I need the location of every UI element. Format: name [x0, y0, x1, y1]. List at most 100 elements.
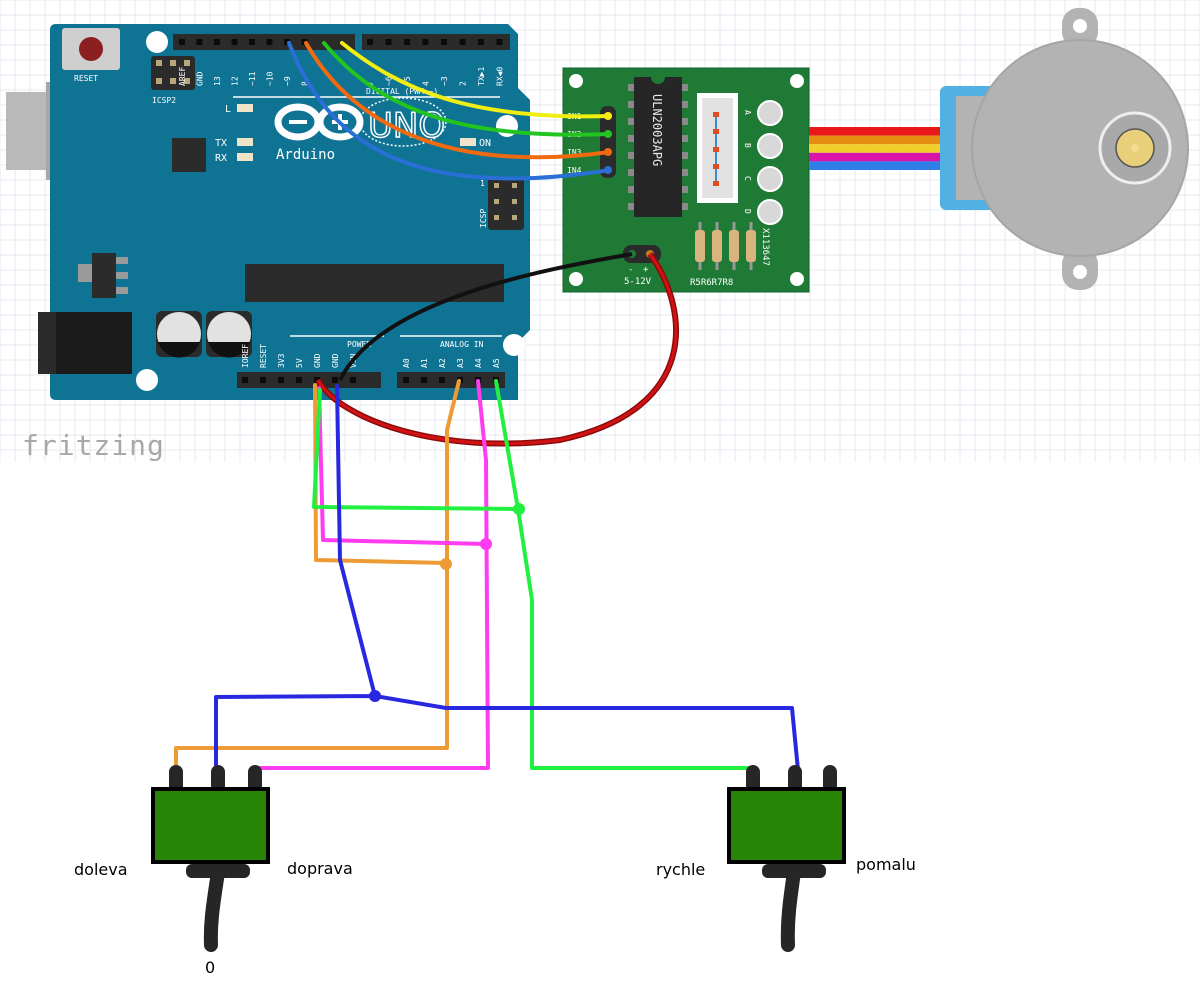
power-pin[interactable]: [242, 377, 248, 383]
digital-pin-label: 12: [231, 76, 240, 86]
analog-pin-label: A3: [456, 358, 465, 368]
uln2003-chip: ULN2003APG: [628, 77, 688, 217]
digital-pin[interactable]: [249, 39, 255, 45]
wire-gnd-minus[interactable]: [338, 252, 633, 381]
digital-pin[interactable]: [441, 39, 447, 45]
digital-pin-label: GND: [196, 71, 205, 86]
power-pin[interactable]: [296, 377, 302, 383]
wire-d8-in1[interactable]: [340, 41, 612, 119]
phase-led-c: [757, 166, 783, 192]
digital-pin[interactable]: [459, 39, 466, 45]
digital-pin-label: TX▶1: [477, 67, 486, 86]
reset-label: RESET: [74, 74, 98, 83]
phase-label: C: [743, 176, 752, 181]
phase-led-d: [757, 199, 783, 225]
capacitor-1: [156, 311, 202, 358]
capacitor-2: [206, 311, 252, 358]
digital-pin-label: ~5: [403, 76, 412, 86]
wire-a4-switch1-right[interactable]: [254, 379, 490, 770]
wire-a5-switch2-left[interactable]: [494, 379, 752, 770]
analog-pin-label: A1: [420, 358, 429, 368]
power-pin-label: 3V3: [277, 353, 286, 368]
analog-pin-label: A0: [402, 358, 411, 368]
wire-d9-in2[interactable]: [322, 41, 612, 137]
digital-label: DIGITAL (PWM=~): [366, 87, 438, 96]
phase-label: B: [743, 143, 752, 148]
ribbon-wire: [809, 161, 941, 170]
power-pin[interactable]: [332, 377, 338, 383]
wire-d10-in3[interactable]: [304, 41, 612, 160]
digital-pin[interactable]: [196, 39, 203, 45]
digital-pin[interactable]: [214, 39, 220, 45]
digital-pin-label: RX◀0: [496, 67, 505, 86]
fritzing-logo: fritzing: [22, 429, 165, 462]
stepper-motor[interactable]: [940, 8, 1189, 290]
digital-pin-label: AREF: [178, 67, 187, 86]
phase-label: A: [743, 110, 752, 115]
digital-pin[interactable]: [478, 39, 484, 45]
digital-pin[interactable]: [496, 39, 503, 45]
led-l-label: L: [225, 104, 231, 115]
power-header: [237, 372, 381, 388]
motor-ribbon-cable: [809, 127, 941, 170]
digital-pin[interactable]: [422, 39, 429, 45]
input-label: IN3: [567, 148, 582, 157]
arduino-brand: Arduino: [276, 147, 335, 163]
switch-direction[interactable]: doleva doprava 0: [74, 765, 353, 977]
analog-pin[interactable]: [403, 377, 409, 383]
power-pin[interactable]: [278, 377, 284, 383]
digital-pin[interactable]: [284, 39, 290, 45]
digital-pin-label: ~6: [385, 76, 394, 86]
motor-body: [971, 39, 1189, 257]
ribbon-wire: [809, 127, 941, 136]
resistor: [729, 230, 739, 262]
digital-pin[interactable]: [179, 39, 185, 45]
signal-wires: [287, 41, 612, 181]
minus-label: -: [628, 265, 633, 275]
switch-direction-center-label: 0: [205, 958, 215, 977]
icsp-pin1-label: 1: [480, 179, 485, 188]
resistor: [746, 230, 756, 262]
digital-pin-label: ~9: [283, 76, 292, 86]
plus-label: +: [643, 265, 649, 275]
led-rx-label: RX: [215, 153, 227, 164]
power-pin[interactable]: [350, 377, 356, 383]
phase-led-b: [757, 133, 783, 159]
digital-pin[interactable]: [266, 39, 273, 45]
wire-junctions: [369, 503, 525, 702]
led-on-label: ON: [479, 138, 491, 149]
switch-speed-right-label: pomalu: [856, 855, 916, 874]
switch-speed[interactable]: rychle pomalu: [656, 765, 916, 952]
digital-pin-label: 4: [422, 81, 431, 86]
digital-pin[interactable]: [367, 39, 373, 45]
wire-d11-in4[interactable]: [287, 41, 612, 181]
wire-a3-switch1-left[interactable]: [174, 379, 461, 772]
digital-pin-label: ~11: [248, 71, 257, 86]
atmega-chip: [245, 264, 504, 302]
arduino-uno-board[interactable]: RESET ICSP2 L TX RX ON UNO Arduino: [6, 24, 530, 400]
digital-pin[interactable]: [385, 39, 392, 45]
ribbon-wire: [809, 135, 941, 145]
analog-label: ANALOG IN: [440, 340, 484, 349]
analog-pin[interactable]: [439, 377, 445, 383]
ribbon-wire: [809, 144, 941, 153]
digital-header-right: [362, 34, 510, 50]
analog-pin-label: A2: [438, 358, 447, 368]
led-tx-label: TX: [215, 138, 227, 149]
power-pin[interactable]: [260, 377, 266, 383]
switch-direction-right-label: doprava: [287, 859, 353, 878]
power-pin[interactable]: [314, 377, 320, 383]
analog-header: [397, 372, 505, 388]
digital-pin-label: ~10: [266, 71, 275, 86]
analog-pin-label: A5: [492, 358, 501, 368]
digital-pin[interactable]: [404, 39, 410, 45]
analog-pin[interactable]: [421, 377, 427, 383]
digital-pin-label: 8: [301, 81, 310, 86]
power-label: POWER: [347, 340, 371, 349]
power-pin-label: GND: [313, 353, 322, 368]
resistor-label: R5R6R7R8: [690, 278, 733, 288]
chip-label: ULN2003APG: [650, 94, 664, 166]
input-label: IN4: [567, 166, 582, 175]
digital-pin[interactable]: [231, 39, 238, 45]
